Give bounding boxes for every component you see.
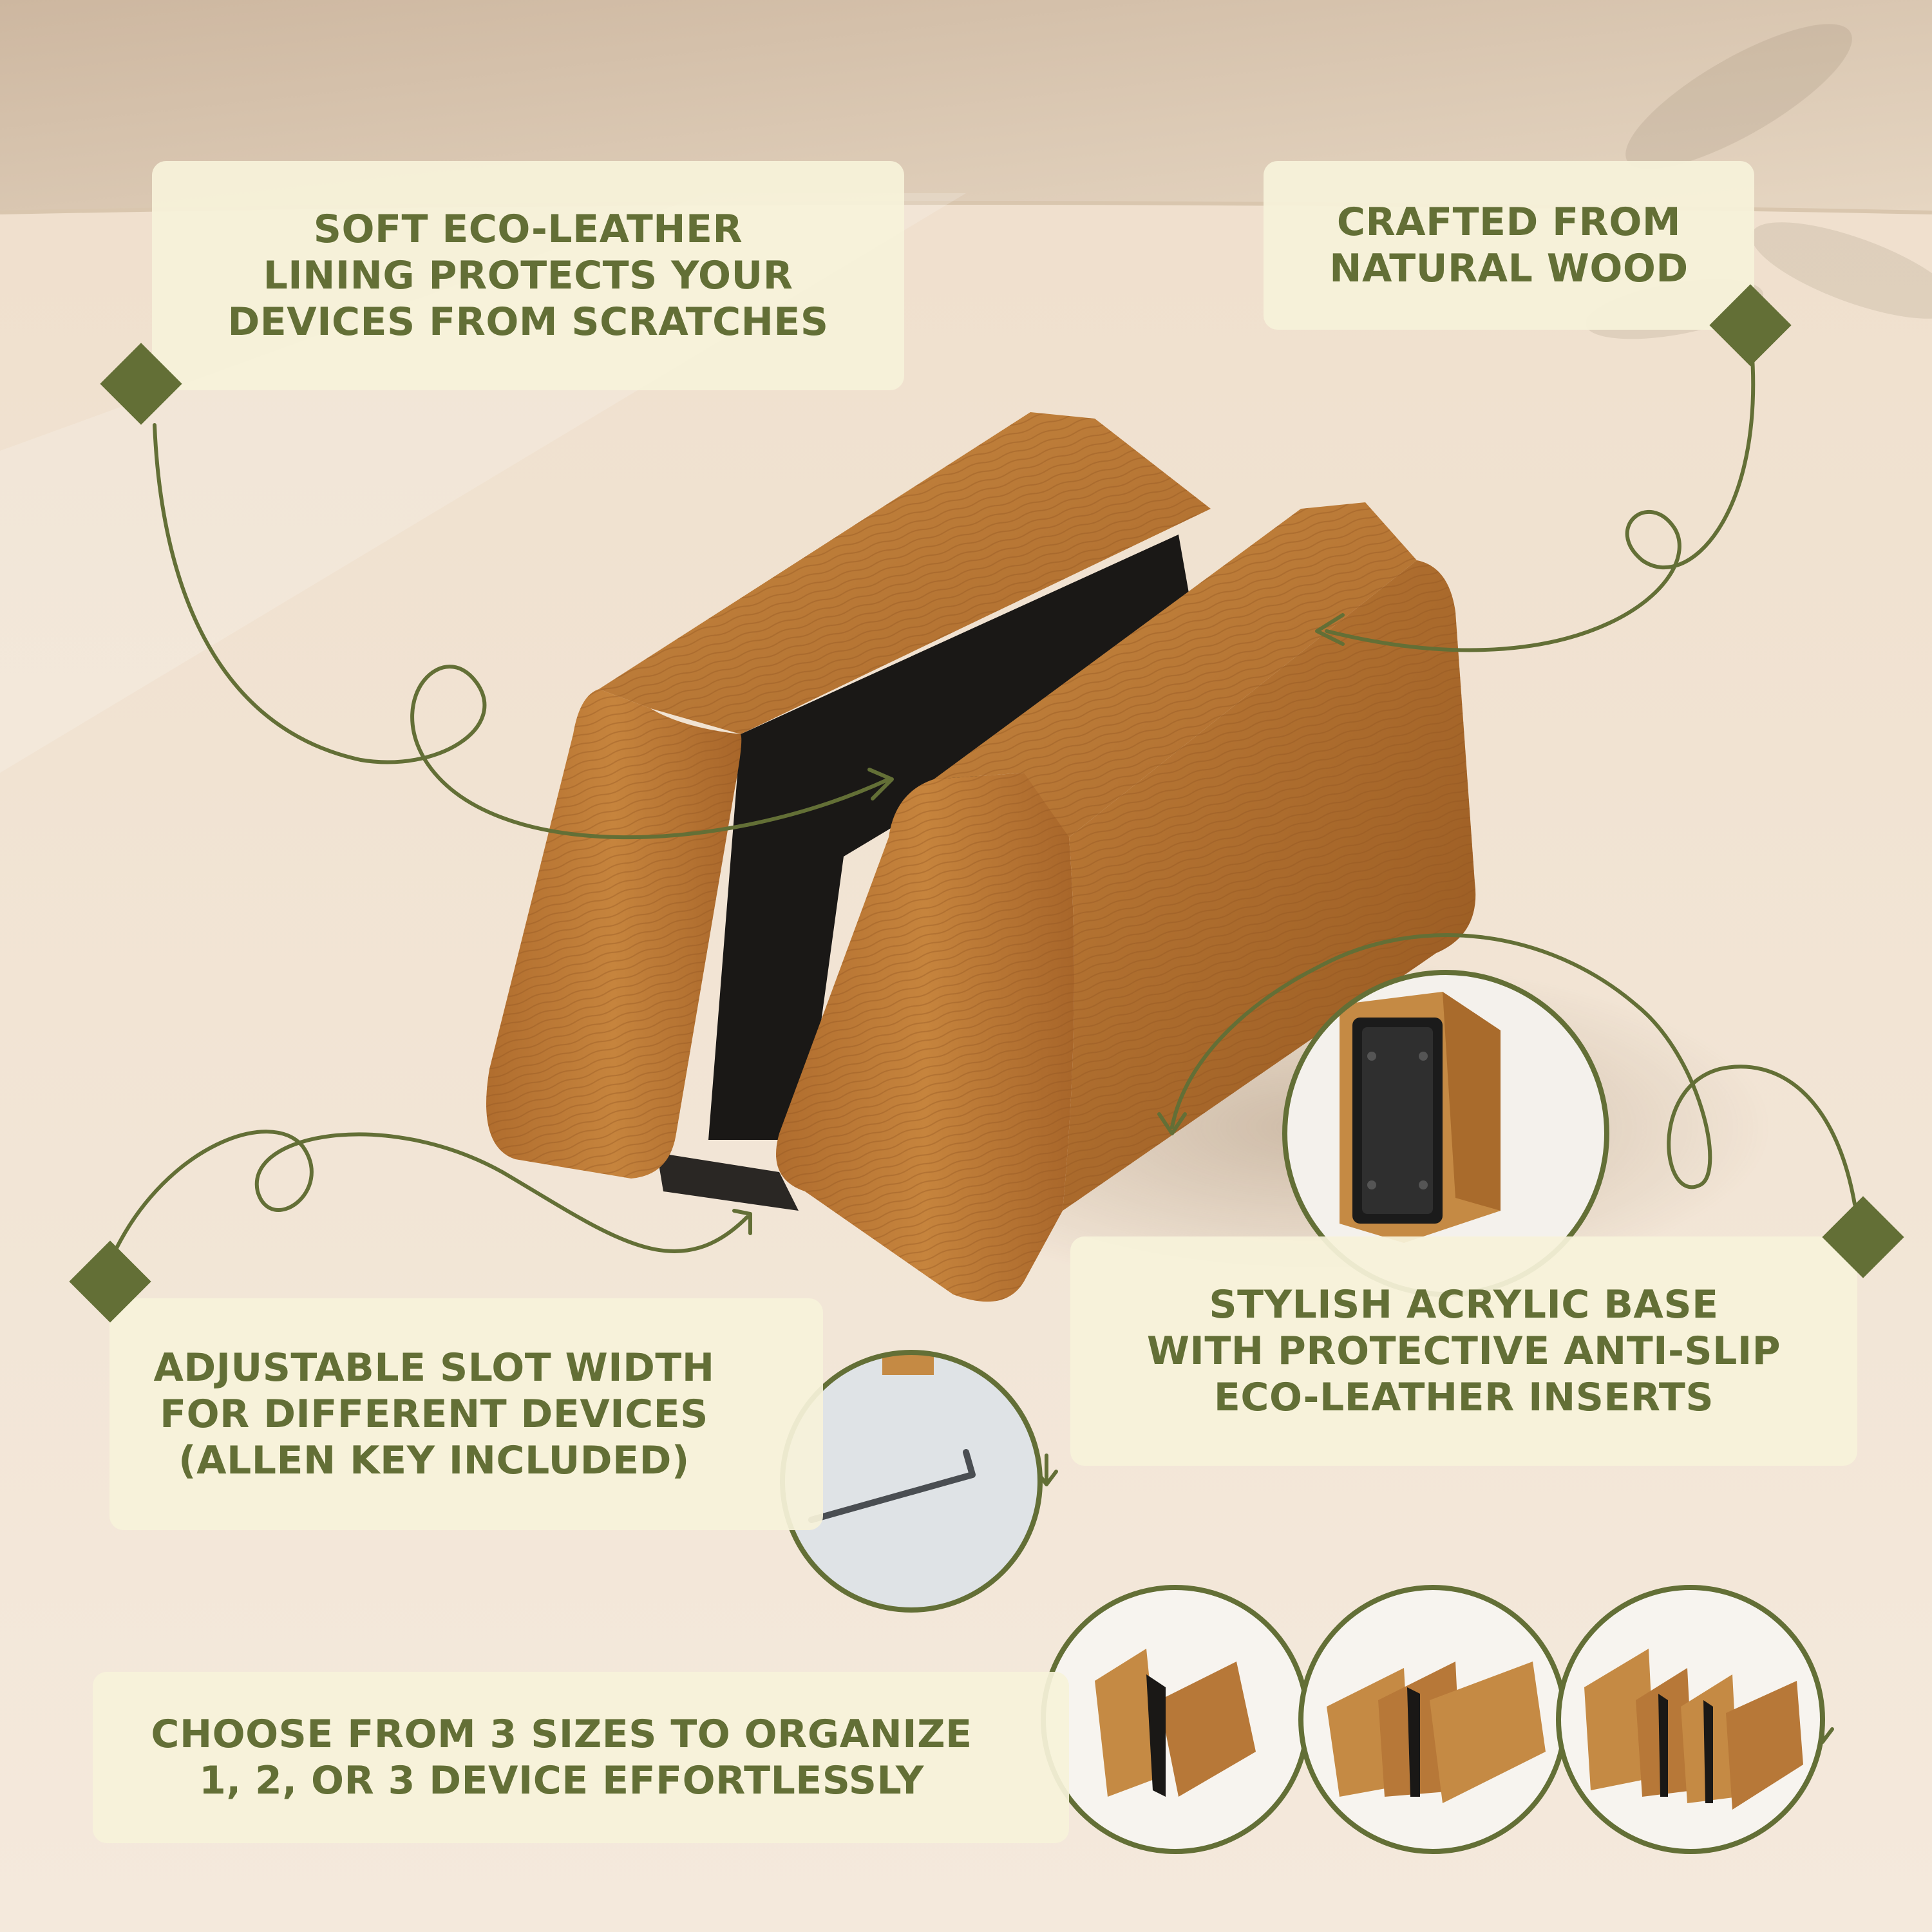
allen-key-inset	[780, 1350, 1043, 1613]
curved-arrow-icon	[153, 423, 891, 840]
callout-line: ECO-LEATHER INSERTS	[1213, 1375, 1714, 1420]
callout-line: SOFT ECO-LEATHER	[313, 207, 743, 252]
callout-line: CHOOSE FROM 3 SIZES TO ORGANIZE	[151, 1712, 972, 1757]
callout-line: WITH PROTECTIVE ANTI-SLIP	[1146, 1329, 1781, 1374]
callout-sizes: CHOOSE FROM 3 SIZES TO ORGANIZE 1, 2, OR…	[93, 1672, 1069, 1843]
callout-line: ADJUSTABLE SLOT WIDTH	[153, 1345, 715, 1390]
callout-line: LINING PROTECTS YOUR	[263, 253, 793, 298]
wooden-stand-product	[486, 412, 1476, 1302]
size-triple-inset	[1556, 1585, 1825, 1854]
callout-natural-wood: CRAFTED FROM NATURAL WOOD	[1264, 161, 1754, 330]
curved-arrow-icon	[1325, 346, 1756, 652]
wall-background	[0, 0, 1932, 213]
size-single-inset	[1041, 1585, 1310, 1854]
callout-adjustable-slot: ADJUSTABLE SLOT WIDTH FOR DIFFERENT DEVI…	[109, 1298, 823, 1530]
callout-line: FOR DIFFERENT DEVICES	[160, 1392, 708, 1437]
callout-line: NATURAL WOOD	[1329, 246, 1689, 291]
callout-line: STYLISH ACRYLIC BASE	[1209, 1282, 1719, 1327]
curved-arrow-icon	[114, 1130, 749, 1253]
callout-line: CRAFTED FROM	[1336, 200, 1681, 245]
size-double-inset	[1298, 1585, 1567, 1854]
curved-arrow-icon	[1170, 933, 1857, 1206]
callout-acrylic-base: STYLISH ACRYLIC BASE WITH PROTECTIVE ANT…	[1070, 1236, 1857, 1466]
callout-line: DEVICES FROM SCRATCHES	[227, 299, 829, 345]
allen-key-icon	[808, 1449, 976, 1523]
callout-line: 1, 2, OR 3 DEVICE EFFORTLESSLY	[199, 1758, 924, 1803]
callout-line: (ALLEN KEY INCLUDED)	[178, 1438, 690, 1483]
callout-leather-lining: SOFT ECO-LEATHER LINING PROTECTS YOUR DE…	[152, 161, 904, 390]
